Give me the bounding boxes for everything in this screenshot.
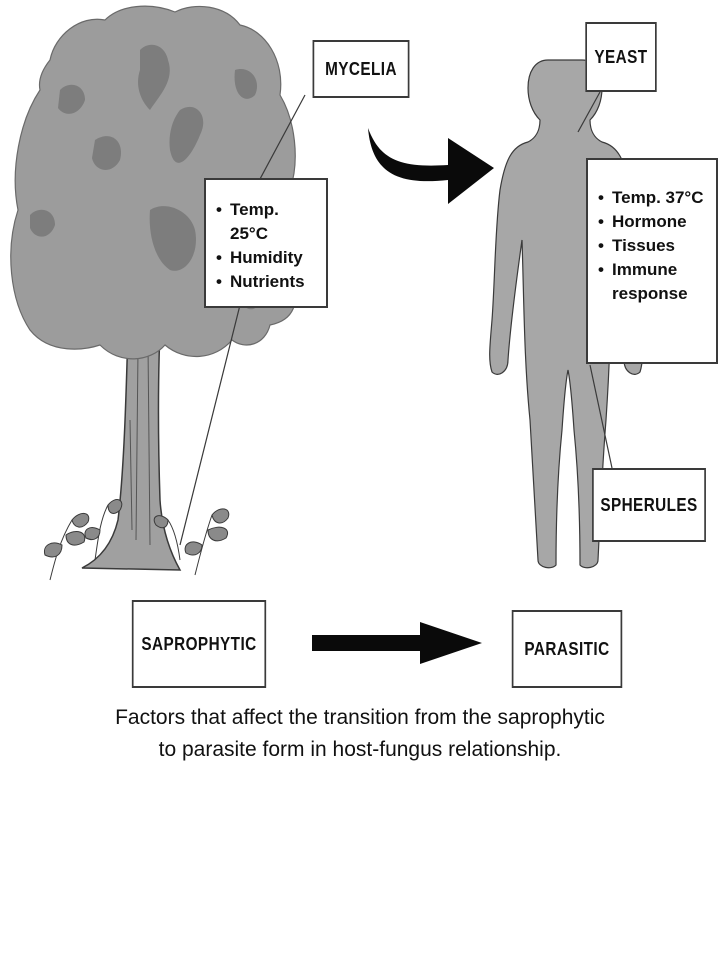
environment-factor-nutrients: Nutrients [216, 270, 318, 294]
host-factor-temperature: Temp. 37°C [598, 186, 708, 210]
caption-line-1: Factors that affect the transition from … [115, 706, 605, 729]
mycelia-label: MYCELIA [312, 40, 410, 98]
host-factors-list: Temp. 37°C Hormone Tissues Immune respon… [598, 186, 708, 306]
environment-factor-humidity: Humidity [216, 246, 318, 270]
environment-factor-temperature: Temp. 25°C [216, 198, 318, 246]
host-factor-hormone: Hormone [598, 210, 708, 234]
saprophytic-label: SAPROPHYTIC [131, 600, 267, 688]
connector-tree-factors [179, 304, 241, 546]
spherules-label: SPHERULES [592, 468, 706, 542]
caption-line-2: to parasite form in host-fungus relation… [158, 738, 562, 761]
figure-caption: Factors that affect the transition from … [0, 702, 720, 766]
host-factor-tissues: Tissues [598, 234, 708, 258]
connector-spherules [589, 364, 613, 469]
parasitic-label: PARASITIC [511, 610, 623, 688]
environment-factors-list: Temp. 25°C Humidity Nutrients [216, 198, 318, 294]
yeast-label: YEAST [585, 22, 657, 92]
connector-yeast [577, 91, 601, 133]
straight-transition-arrow [312, 622, 482, 664]
plant-left [43, 499, 123, 581]
host-factor-immune-response: Immune response [598, 258, 708, 306]
environment-factors-box: Temp. 25°C Humidity Nutrients [204, 178, 328, 308]
host-factors-box: Temp. 37°C Hormone Tissues Immune respon… [586, 158, 718, 364]
plant-right [153, 508, 230, 576]
curved-transition-arrow [368, 128, 494, 204]
